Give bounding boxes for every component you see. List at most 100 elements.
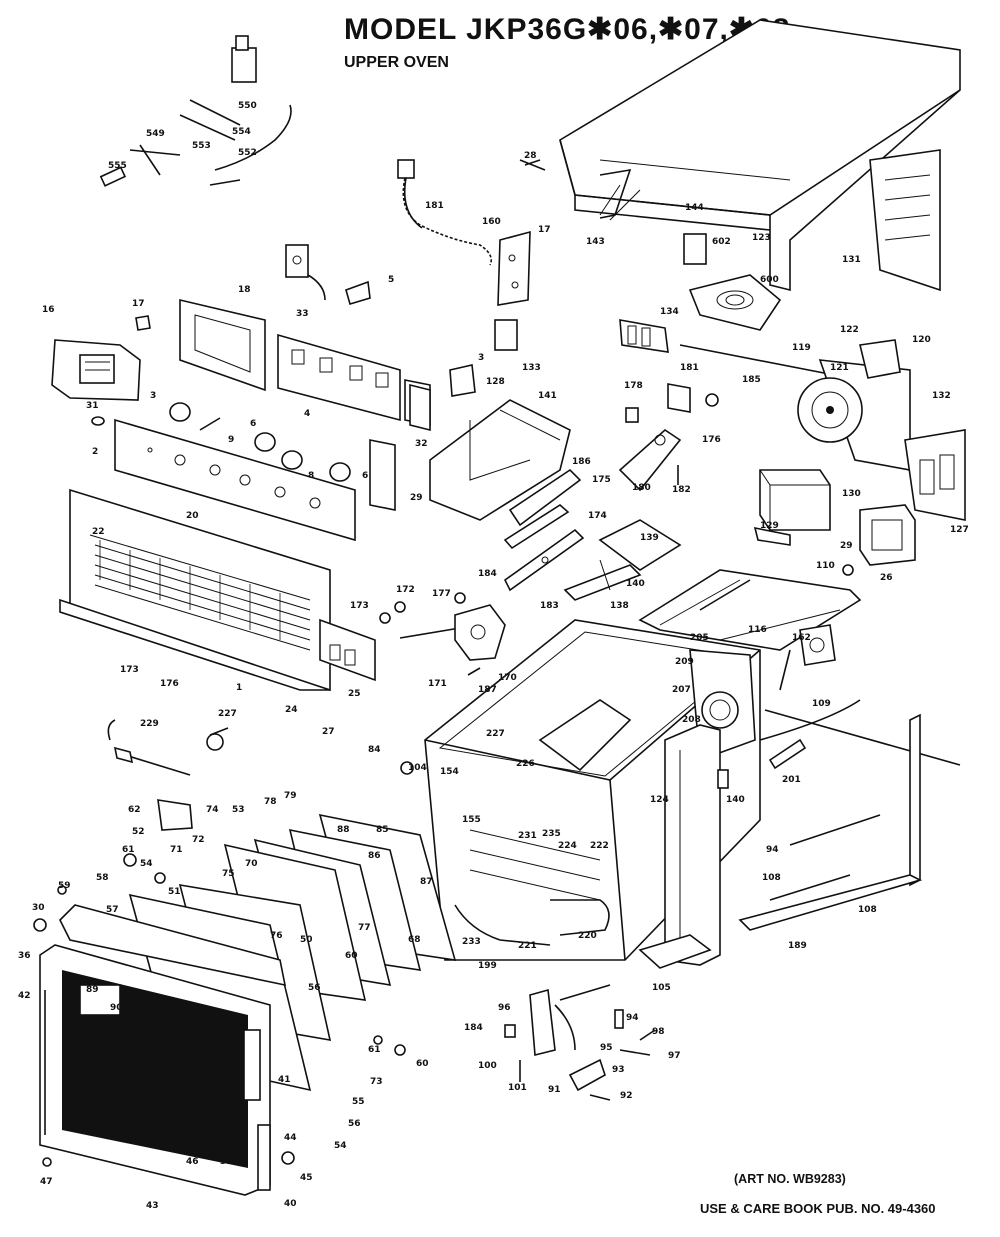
callout-3b: 3 <box>150 391 156 401</box>
callout-222: 222 <box>590 841 609 851</box>
callout-72: 72 <box>192 835 205 845</box>
callout-155: 155 <box>462 815 481 825</box>
callout-45: 45 <box>300 1173 313 1183</box>
callout-140: 140 <box>626 579 645 589</box>
callout-73: 73 <box>370 1077 383 1087</box>
callout-226: 226 <box>516 759 535 769</box>
callout-16: 16 <box>42 305 55 315</box>
callout-96: 96 <box>498 1003 511 1013</box>
callout-26: 26 <box>880 573 893 583</box>
callout-108b: 108 <box>858 905 877 915</box>
callout-74: 74 <box>206 805 219 815</box>
callout-553: 553 <box>192 141 211 151</box>
callout-25: 25 <box>348 689 361 699</box>
callout-79: 79 <box>284 791 297 801</box>
heat-shield-141 <box>429 399 571 521</box>
callout-4: 4 <box>304 409 310 419</box>
callout-201: 201 <box>782 775 801 785</box>
relay-133 <box>449 319 518 397</box>
callout-144: 144 <box>685 203 704 213</box>
callout-61: 61 <box>122 845 135 855</box>
bracket-29 <box>369 439 396 511</box>
callout-87: 87 <box>420 877 433 887</box>
bracket-139 <box>563 519 682 601</box>
callout-224: 224 <box>558 841 577 851</box>
top-cover-144 <box>559 19 961 292</box>
callout-59: 59 <box>58 881 71 891</box>
callout-46: 46 <box>186 1157 199 1167</box>
callout-104: 104 <box>408 763 427 773</box>
callout-121: 121 <box>830 363 849 373</box>
callout-27: 27 <box>322 727 335 737</box>
callout-233: 233 <box>462 937 481 947</box>
callout-221: 221 <box>518 941 537 951</box>
callout-173: 173 <box>350 601 369 611</box>
bracket-127 <box>904 429 966 521</box>
wiring-harness <box>397 159 493 266</box>
callout-44: 44 <box>284 1133 297 1143</box>
callout-75: 75 <box>222 869 235 879</box>
clock-timer-16 <box>51 315 151 401</box>
callout-2: 2 <box>92 447 98 457</box>
callout-176b: 176 <box>160 679 179 689</box>
callout-116: 116 <box>748 625 767 635</box>
callout-43: 43 <box>146 1201 159 1211</box>
callout-77: 77 <box>358 923 371 933</box>
callout-138: 138 <box>610 601 629 611</box>
bracket-32 <box>409 383 431 432</box>
callout-174: 174 <box>588 511 607 521</box>
hinge-parts <box>504 984 656 1101</box>
door-small-parts <box>33 761 414 1167</box>
callout-94b: 94 <box>626 1013 639 1023</box>
callout-91: 91 <box>548 1085 561 1095</box>
callout-89: 89 <box>86 985 99 995</box>
callout-29: 29 <box>410 493 423 503</box>
section-subtitle: UPPER OVEN <box>344 54 449 71</box>
switch-33 <box>285 244 371 305</box>
callout-52: 52 <box>132 827 145 837</box>
callout-84: 84 <box>368 745 381 755</box>
callout-93: 93 <box>612 1065 625 1075</box>
callout-78: 78 <box>264 797 277 807</box>
callout-173b: 173 <box>120 665 139 675</box>
callout-61b: 61 <box>368 1045 381 1055</box>
callout-178: 178 <box>624 381 643 391</box>
callout-229: 229 <box>140 719 159 729</box>
callout-128: 128 <box>486 377 505 387</box>
callout-187: 187 <box>478 685 497 695</box>
callout-92: 92 <box>620 1091 633 1101</box>
callout-100: 100 <box>478 1061 497 1071</box>
callout-189: 189 <box>788 941 807 951</box>
callout-labels: 550 554 553 549 552 555 28 181 160 17 14… <box>18 101 969 1211</box>
callout-120: 120 <box>912 335 931 345</box>
callout-86: 86 <box>368 851 381 861</box>
callout-24: 24 <box>285 705 298 715</box>
callout-57: 57 <box>106 905 119 915</box>
callout-555: 555 <box>108 161 127 171</box>
callout-127: 127 <box>950 525 969 535</box>
callout-6b: 6 <box>362 471 368 481</box>
callout-54: 54 <box>140 859 153 869</box>
callout-181b: 181 <box>680 363 699 373</box>
callout-30: 30 <box>32 903 45 913</box>
callout-227b: 227 <box>486 729 505 739</box>
callout-185: 185 <box>742 375 761 385</box>
callout-17b: 17 <box>132 299 145 309</box>
callout-186: 186 <box>572 457 591 467</box>
probe-229 <box>107 719 229 776</box>
callout-36: 36 <box>18 951 31 961</box>
callout-41: 41 <box>278 1075 291 1085</box>
callout-3a: 3 <box>478 353 484 363</box>
callout-56b: 56 <box>348 1119 361 1129</box>
slide-frame-108 <box>738 699 923 931</box>
outer-door-frame <box>39 904 287 1196</box>
junction-box-26 <box>842 504 916 576</box>
callout-143: 143 <box>586 237 605 247</box>
callout-42: 42 <box>18 991 31 1001</box>
callout-170: 170 <box>498 673 517 683</box>
switch-panel-4 <box>277 333 431 426</box>
callout-183: 183 <box>540 601 559 611</box>
callout-5: 5 <box>388 275 394 285</box>
callout-17a: 17 <box>538 225 551 235</box>
callout-175: 175 <box>592 475 611 485</box>
